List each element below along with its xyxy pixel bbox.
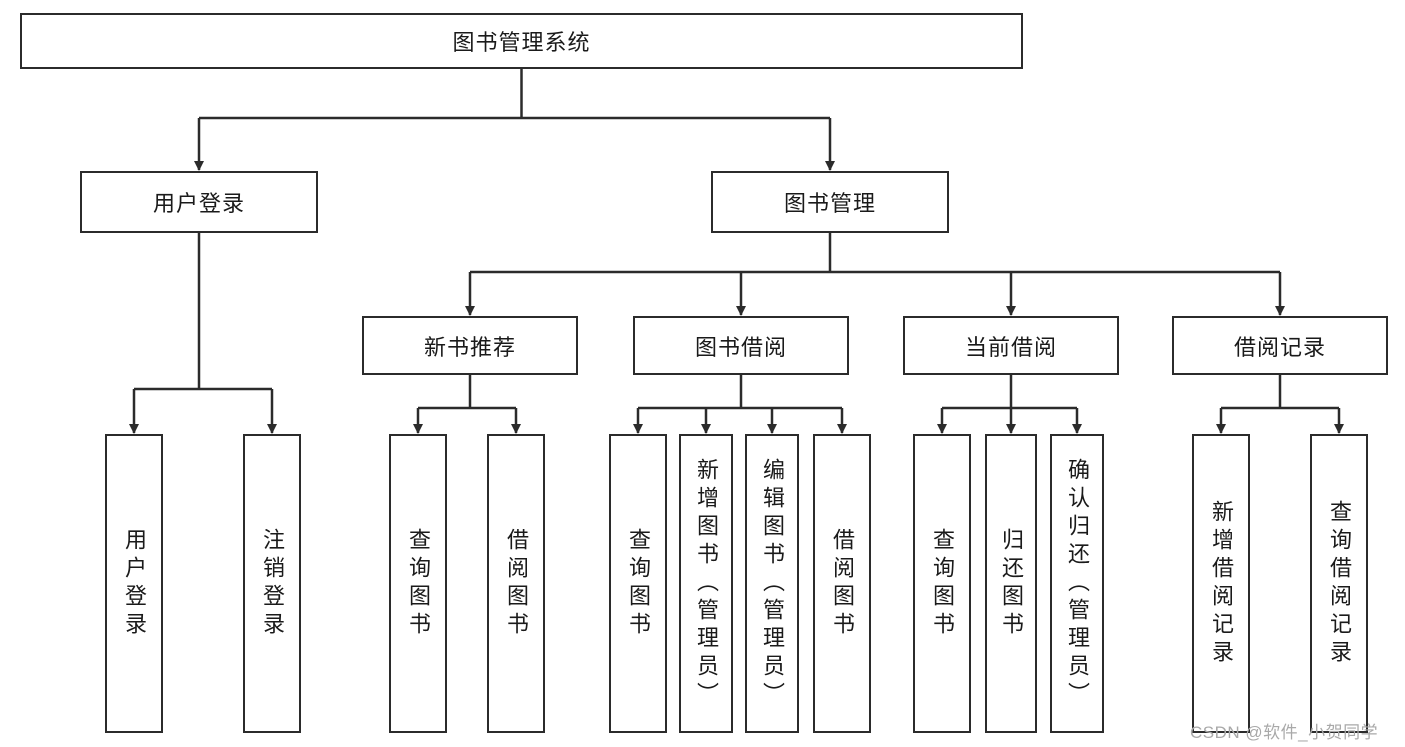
node-root[interactable]: 图书管理系统 [20,13,1023,69]
node-leaf-borrow-book[interactable]: 借阅图书 [813,434,871,733]
node-label: 当前借阅 [964,334,1057,360]
node-label: 用户登录 [122,527,147,640]
node-label: 归还图书 [999,527,1024,640]
node-label: 图书借阅 [694,334,787,360]
node-label: 借阅图书 [504,527,529,640]
node-label: 新书推荐 [423,334,516,360]
node-label: 借阅记录 [1233,334,1326,360]
node-label: 编辑图书（管理员） [760,457,785,710]
node-leaf-return-book[interactable]: 归还图书 [985,434,1037,733]
node-book-borrow[interactable]: 图书借阅 [633,316,849,375]
node-label: 图书管理系统 [452,30,591,55]
node-leaf-edit-book[interactable]: 编辑图书（管理员） [745,434,799,733]
node-label: 查询图书 [406,527,431,640]
node-borrow-record[interactable]: 借阅记录 [1172,316,1388,375]
node-leaf-logout[interactable]: 注销登录 [243,434,301,733]
node-leaf-add-borrow-record[interactable]: 新增借阅记录 [1192,434,1250,733]
node-user-login[interactable]: 用户登录 [80,171,318,233]
node-book-manage[interactable]: 图书管理 [711,171,949,233]
node-leaf-user-login[interactable]: 用户登录 [105,434,163,733]
node-label: 查询借阅记录 [1327,499,1352,668]
node-label: 确认归还（管理员） [1065,457,1090,710]
node-label: 新增图书（管理员） [694,457,719,710]
node-leaf-confirm-return[interactable]: 确认归还（管理员） [1050,434,1104,733]
node-label: 查询图书 [626,527,651,640]
node-label: 借阅图书 [830,527,855,640]
node-label: 图书管理 [783,191,876,216]
csdn-watermark: CSDN @软件_小贺同学 [1190,723,1379,742]
node-leaf-add-book[interactable]: 新增图书（管理员） [679,434,733,733]
node-label: 查询图书 [930,527,955,640]
node-label: 用户登录 [152,191,245,216]
node-leaf-query-borrow-record[interactable]: 查询借阅记录 [1310,434,1368,733]
node-label: 注销登录 [260,527,285,640]
node-leaf-borrow-book-rec[interactable]: 借阅图书 [487,434,545,733]
node-new-book-recommend[interactable]: 新书推荐 [362,316,578,375]
node-leaf-query-book-borrow[interactable]: 查询图书 [609,434,667,733]
node-label: 新增借阅记录 [1209,499,1234,668]
node-current-borrow[interactable]: 当前借阅 [903,316,1119,375]
node-leaf-query-book-cur[interactable]: 查询图书 [913,434,971,733]
node-leaf-query-book-rec[interactable]: 查询图书 [389,434,447,733]
